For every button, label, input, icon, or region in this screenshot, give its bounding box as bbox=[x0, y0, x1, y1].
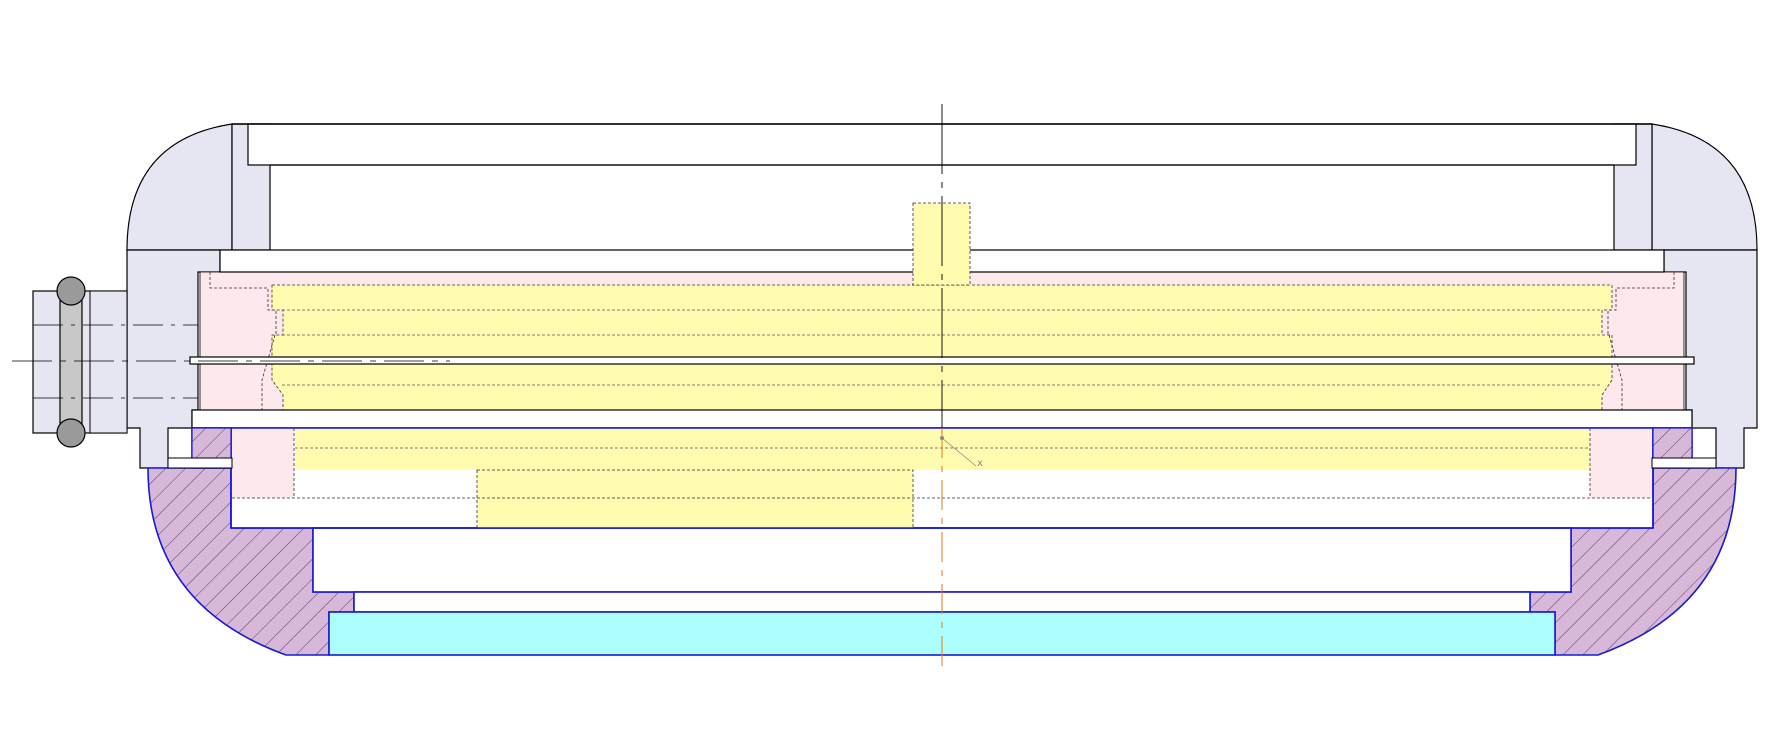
side-connector-assembly[interactable] bbox=[32, 276, 198, 448]
bore-ghost-lower-block bbox=[476, 469, 914, 529]
triad-x-label: x bbox=[977, 458, 983, 469]
ghost-center-stem[interactable] bbox=[912, 202, 971, 286]
outer-rim-right bbox=[1651, 457, 1717, 469]
coordinate-triad: x bbox=[940, 436, 983, 469]
bore-cutaway-right bbox=[1590, 428, 1652, 498]
handle-bottom-knob[interactable] bbox=[56, 418, 86, 448]
handle-bar[interactable] bbox=[59, 290, 83, 434]
handle-top-knob[interactable] bbox=[56, 276, 86, 306]
left-dome-cap[interactable] bbox=[126, 123, 233, 251]
horizontal-shaft-rod[interactable] bbox=[189, 356, 1695, 365]
connector-flange bbox=[89, 290, 128, 434]
triad-x-axis bbox=[941, 437, 977, 467]
bore-cutaway-left bbox=[232, 428, 294, 498]
outer-rim-left bbox=[167, 457, 233, 469]
right-dome-cap[interactable] bbox=[1651, 123, 1758, 251]
